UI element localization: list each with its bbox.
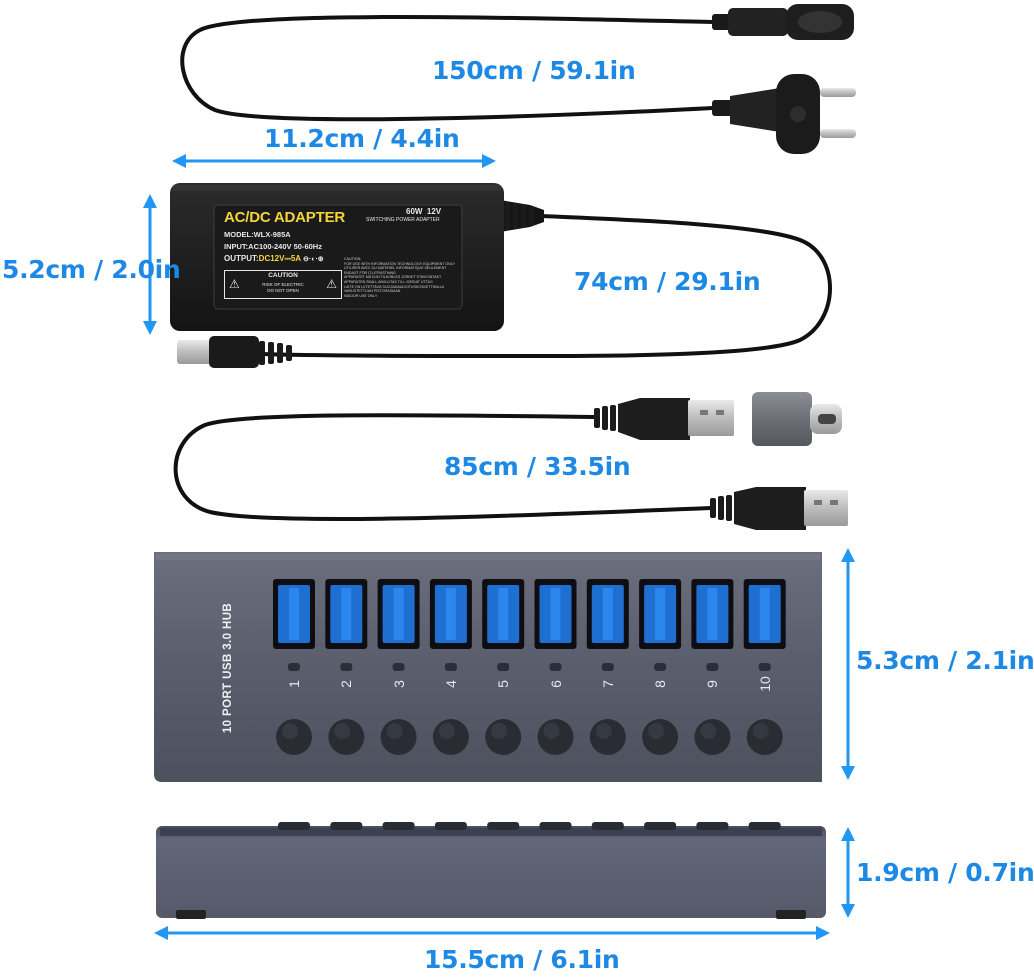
button-highlight xyxy=(700,723,717,739)
usb-port-contacts xyxy=(445,588,456,640)
usb-cable-length-label: 85cm / 33.5in xyxy=(444,452,631,481)
usb-port-contacts xyxy=(707,588,718,640)
usb-a-plug-top xyxy=(594,398,734,440)
adapter-label-title: AC/DC ADAPTER xyxy=(224,209,346,226)
fine-print-line: CAUTION: xyxy=(344,257,362,261)
ac-cord-length-label: 150cm / 59.1in xyxy=(432,56,636,85)
adapter-label: AC/DC ADAPTER 60W 12V SWITCHING POWER AD… xyxy=(216,207,460,307)
fine-print-line: VARUSTETTUUN PISTORASIAAN xyxy=(344,289,401,294)
adapter-label-output-prefix: OUTPUT: xyxy=(224,254,259,263)
port-number: 4 xyxy=(442,680,459,688)
side-view-button xyxy=(330,822,363,830)
side-view-button xyxy=(591,822,624,830)
side-view-button xyxy=(539,822,572,830)
status-led xyxy=(706,663,719,671)
c7-connector xyxy=(712,4,854,40)
port-number: 7 xyxy=(599,680,616,688)
status-led xyxy=(444,663,457,671)
side-view-button xyxy=(644,822,677,830)
usb-port-contacts xyxy=(393,588,404,640)
usb-port-contacts xyxy=(602,588,613,640)
usb-c-adapter xyxy=(752,392,842,446)
side-view-button xyxy=(748,822,781,830)
dc-cable-length-label: 74cm / 29.1in xyxy=(574,267,761,296)
button-highlight xyxy=(386,723,403,739)
side-view-button xyxy=(278,822,310,830)
polarity-icon: ⊖·◐·⊕ xyxy=(303,256,324,263)
adapter-label-type: SWITCHING POWER ADAPTER xyxy=(366,217,440,223)
port-number: 8 xyxy=(652,680,669,688)
usb-port-contacts xyxy=(498,588,509,640)
fine-print-line: FOR USE WITH INFORMATION TECHNOLOGY EQUI… xyxy=(344,261,455,266)
button-highlight xyxy=(491,723,508,739)
usb-cable xyxy=(173,392,848,530)
fine-print-line: APPARATET MÅ KUN TILKOBLES JORDET STIKKO… xyxy=(344,275,442,280)
port-number: 1 xyxy=(286,680,302,688)
status-led xyxy=(654,663,667,671)
fine-print-line: UTILISER AVEC DU MATERIEL INFORMATIQUE S… xyxy=(344,266,447,271)
port-number: 10 xyxy=(756,676,773,692)
port-number: 2 xyxy=(338,680,355,688)
adapter-fine-print: CAUTION:FOR USE WITH INFORMATION TECHNOL… xyxy=(344,257,458,298)
port-number: 6 xyxy=(547,680,564,688)
product-illustration xyxy=(143,4,856,940)
adapter-width-label: 11.2cm / 4.4in xyxy=(264,124,460,153)
button-highlight xyxy=(752,723,769,739)
hub-model-label: 10 PORT USB 3.0 HUB xyxy=(222,602,234,734)
button-highlight xyxy=(595,723,612,739)
usb-port-contacts xyxy=(341,588,352,640)
port-number: 9 xyxy=(704,680,721,688)
hub-thickness-label: 1.9cm / 0.7in xyxy=(856,858,1034,887)
hub-height-label: 5.3cm / 2.1in xyxy=(856,646,1034,675)
fine-print-line: INDOOR USE ONLY xyxy=(344,293,378,298)
usb-port-contacts xyxy=(550,588,561,640)
caution-box: ⚠ ⚠ CAUTION RISK OF ELECTRIC DO NOT OPEN xyxy=(224,270,342,299)
warning-icon-left: ⚠ xyxy=(229,277,240,291)
port-number: 5 xyxy=(495,680,512,688)
product-dimension-diagram: AC/DC ADAPTER 60W 12V SWITCHING POWER AD… xyxy=(2,4,1034,974)
hub-length-label: 15.5cm / 6.1in xyxy=(424,945,620,974)
usb-port-contacts xyxy=(759,588,770,640)
adapter-label-input: INPUT:AC100-240V 50-60Hz xyxy=(224,242,322,251)
button-highlight xyxy=(543,723,560,739)
adapter-label-model: MODEL:WLX-985A xyxy=(224,230,291,239)
usb-hub-top-view xyxy=(154,552,822,782)
status-led xyxy=(758,663,771,671)
side-view-button xyxy=(487,822,520,830)
caution-line-2: DO NOT OPEN xyxy=(267,288,299,293)
caution-title: CAUTION xyxy=(268,272,298,279)
adapter-label-output: OUTPUT:DC12V⎓5A ⊖·◐·⊕ xyxy=(224,254,324,264)
adapter-height-label: 5.2cm / 2.0in xyxy=(2,255,181,284)
adapter-label-output-value: DC12V⎓5A xyxy=(258,254,301,263)
status-led xyxy=(392,663,405,671)
fine-print-line: ENDAST FÖR IT-UTRUSTNING xyxy=(344,270,396,275)
button-highlight xyxy=(334,723,351,739)
status-led xyxy=(497,663,510,671)
status-led xyxy=(601,663,614,671)
status-led xyxy=(288,663,300,671)
button-highlight xyxy=(438,723,455,739)
ac-dc-adapter xyxy=(170,183,832,368)
port-number: 3 xyxy=(390,680,407,688)
usb-port-contacts xyxy=(655,588,666,640)
status-led xyxy=(549,663,562,671)
usb-port-contacts xyxy=(289,588,299,640)
status-led xyxy=(340,663,353,671)
dimension-arrows xyxy=(143,154,855,940)
caution-line-1: RISK OF ELECTRIC xyxy=(262,282,304,287)
side-view-button xyxy=(434,822,467,830)
eu-plug xyxy=(712,74,856,154)
button-highlight xyxy=(282,723,298,739)
button-highlight xyxy=(648,723,665,739)
usb-hub-side-view xyxy=(156,822,826,919)
side-view-button xyxy=(382,822,415,830)
ac-power-cord xyxy=(180,4,856,154)
fine-print-line: APPARATEN SKALL ANSLUTAS TILL JORDAT UTT… xyxy=(344,279,433,284)
warning-icon-right: ⚠ xyxy=(326,277,337,291)
adapter-label-power: 60W 12V xyxy=(406,207,442,216)
usb-a-plug-bottom xyxy=(710,487,848,530)
fine-print-line: LAITE ON LIITETTÄVÄ SUOJAMAADOITUSKOSKET… xyxy=(344,284,445,289)
side-view-button xyxy=(696,822,729,830)
